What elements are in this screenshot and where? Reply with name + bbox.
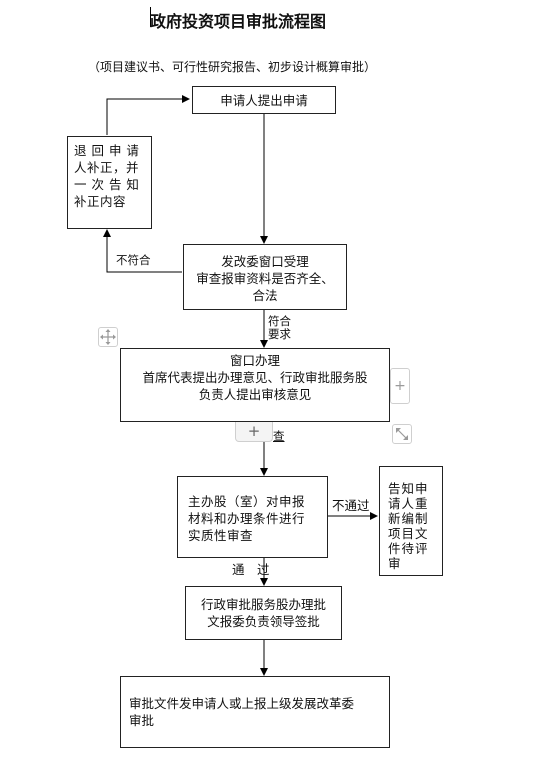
node-receive[interactable]: 发改委窗口受理 审查报审资料是否齐全、 合法 <box>183 244 347 310</box>
node-sign[interactable]: 行政审批服务股办理批 文报委负责领导签批 <box>185 586 342 640</box>
node-notify[interactable]: 告知申 请人重 新编制 项目文 件待评 审 <box>379 466 443 576</box>
node-receive-line-2: 审查报审资料是否齐全、 <box>196 271 334 286</box>
node-notify-line-6: 审 <box>388 556 402 571</box>
page-title: 政府投资项目审批流程图 <box>150 12 327 31</box>
node-sign-line-2: 文报委负责领导签批 <box>207 614 320 629</box>
node-receive-line-3: 合法 <box>252 288 278 303</box>
arrow-return-to-apply <box>106 95 190 135</box>
node-review[interactable]: 主办股（室）对申报 材料和办理条件进行 实质性审查 <box>177 476 328 558</box>
node-window-line-3: 负责人提出审核意见 <box>198 387 312 402</box>
node-receive-line-1: 发改委窗口受理 <box>221 254 309 269</box>
node-notify-line-1: 告知申 <box>388 481 429 496</box>
node-window-line-2: 首席代表提出办理意见、行政审批服务股 <box>142 370 368 385</box>
label-not-conform: 不符合 <box>116 253 151 267</box>
node-return[interactable]: 退 回 申 请 人补正，并 一 次 告 知 补正内容 <box>67 136 152 229</box>
label-conform-line-1: 符合 <box>268 314 291 328</box>
node-review-line-1: 主办股（室）对申报 <box>188 494 306 509</box>
node-issue-line-2: 审批 <box>129 713 155 728</box>
node-issue[interactable]: 审批文件发申请人或上报上级发展改革委 审批 <box>120 676 390 748</box>
node-notify-line-3: 新编制 <box>388 511 429 526</box>
node-sign-line-1: 行政审批服务股办理批 <box>200 597 326 612</box>
arrow-receive-to-return <box>103 229 182 273</box>
label-fail: 不通过 <box>332 498 370 513</box>
move-icon[interactable] <box>98 327 118 347</box>
node-apply[interactable]: 申请人提出申请 <box>192 86 336 114</box>
label-pass: 通 过 <box>232 562 270 577</box>
node-return-line-3: 一 次 告 知 <box>74 177 140 192</box>
node-review-line-2: 材料和办理条件进行 <box>188 511 306 526</box>
node-return-line-1: 退 回 申 请 <box>74 143 140 158</box>
plus-tab-icon[interactable]: + <box>235 422 273 442</box>
node-notify-line-4: 项目文 <box>388 526 429 541</box>
node-return-line-2: 人补正，并 <box>74 160 140 175</box>
node-return-line-4: 补正内容 <box>74 194 127 209</box>
node-apply-text: 申请人提出申请 <box>220 93 308 108</box>
text-cursor <box>150 7 151 27</box>
node-notify-line-2: 请人重 <box>388 496 429 511</box>
resize-icon[interactable] <box>392 424 412 444</box>
plus-icon[interactable]: + <box>390 368 410 404</box>
node-notify-line-5: 件待评 <box>388 541 429 556</box>
node-window[interactable]: 窗口办理 首席代表提出办理意见、行政审批服务股 负责人提出审核意见 <box>120 348 390 422</box>
node-issue-line-1: 审批文件发申请人或上报上级发展改革委 <box>129 696 355 711</box>
label-check-tail: 查 <box>273 429 285 443</box>
label-conform-line-2: 要求 <box>268 327 291 341</box>
node-review-line-3: 实质性审查 <box>188 528 254 543</box>
page-subtitle: （项目建议书、可行性研究报告、初步设计概算审批） <box>88 60 377 74</box>
node-window-line-1: 窗口办理 <box>229 353 280 368</box>
